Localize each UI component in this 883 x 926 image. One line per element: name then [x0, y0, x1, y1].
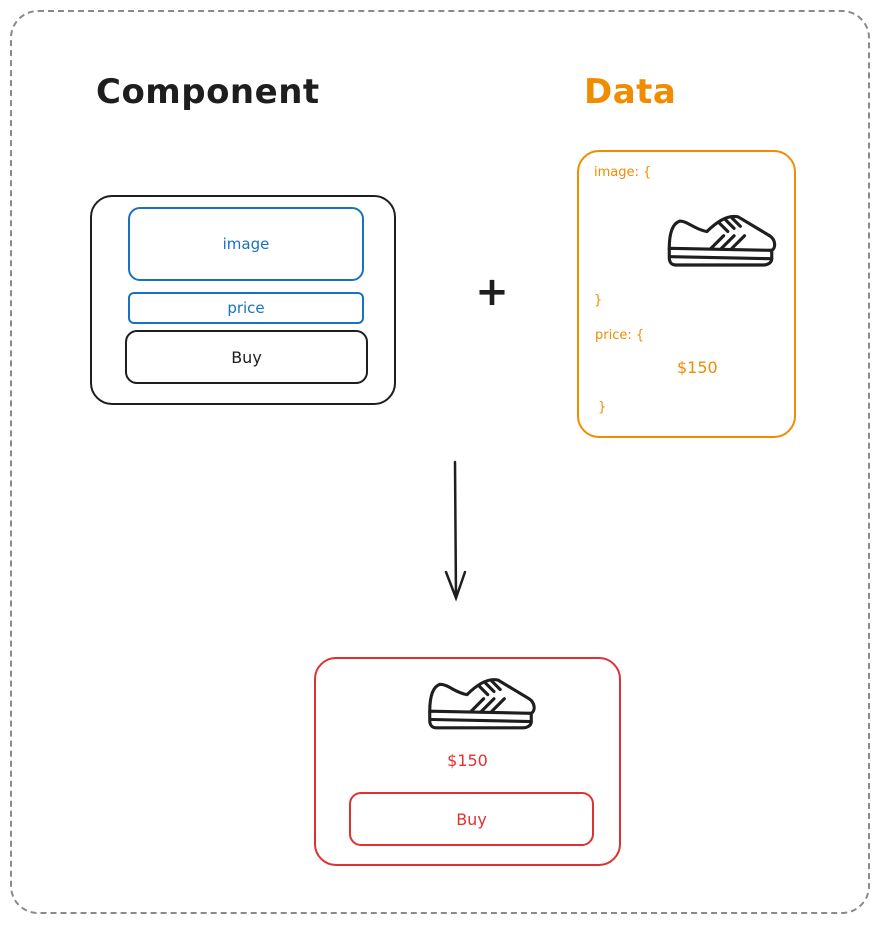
buy-button[interactable]: Buy — [125, 330, 368, 384]
down-arrow-icon — [442, 460, 470, 602]
price-close-brace: } — [598, 400, 607, 415]
price-slot: price — [128, 292, 364, 324]
result-buy-button[interactable]: Buy — [349, 792, 594, 846]
canvas-frame — [10, 10, 870, 914]
result-price: $150 — [447, 751, 488, 770]
component-title: Component — [96, 72, 320, 112]
result-buy-label: Buy — [456, 809, 487, 829]
price-key: price: { — [595, 328, 645, 343]
image-close-brace: } — [594, 293, 603, 308]
data-card: image: { } price: { $150 } — [577, 150, 796, 438]
result-card: $150 Buy — [314, 657, 621, 866]
image-key: image: { — [594, 165, 652, 180]
price-slot-label: price — [227, 299, 265, 317]
sneaker-icon — [663, 212, 778, 272]
plus-sign: + — [475, 269, 509, 315]
image-slot-label: image — [222, 235, 270, 253]
result-sneaker-icon — [423, 676, 538, 734]
price-value: $150 — [677, 358, 718, 377]
image-slot: image — [128, 207, 364, 281]
data-title: Data — [584, 72, 677, 112]
component-card: image price Buy — [90, 195, 396, 405]
buy-button-label: Buy — [231, 347, 262, 367]
